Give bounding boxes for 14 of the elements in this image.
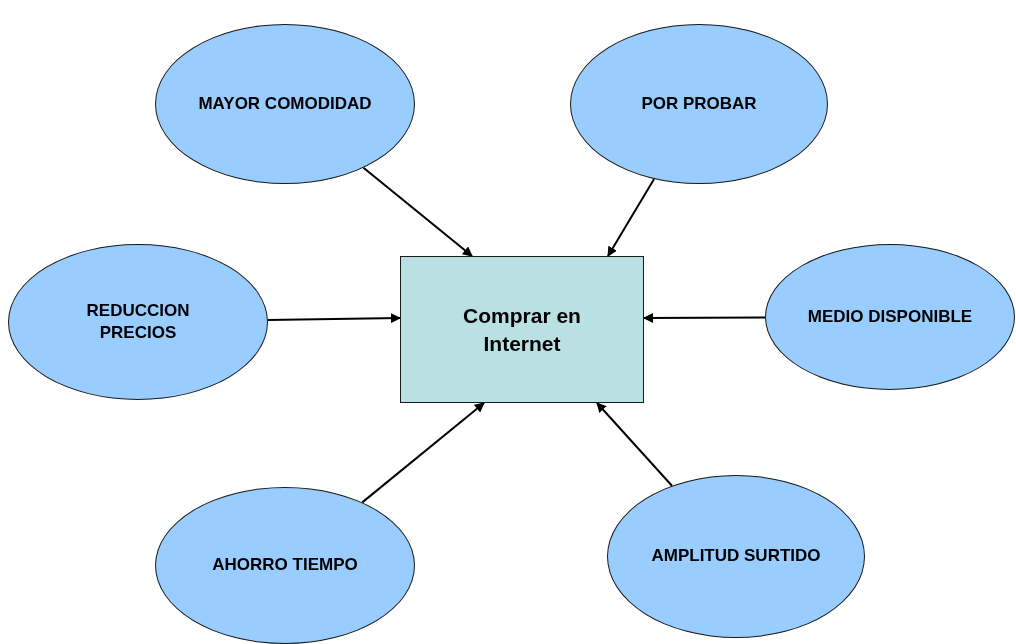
arrow [596, 402, 673, 487]
node-label: REDUCCION PRECIOS [85, 299, 191, 344]
arrow [362, 166, 473, 257]
node-label: POR PROBAR [641, 92, 757, 115]
arrow [643, 312, 766, 323]
node-label: AHORRO TIEMPO [212, 554, 358, 577]
arrow [361, 402, 485, 504]
node-label: Comprar en Internet [462, 303, 582, 357]
arrow [266, 313, 401, 324]
node-label: MEDIO DISPONIBLE [807, 305, 973, 328]
arrow [607, 178, 656, 257]
process-box [400, 256, 644, 403]
node-label: MAYOR COMODIDAD [198, 92, 372, 115]
node-label: AMPLITUD SURTIDO [651, 545, 821, 568]
